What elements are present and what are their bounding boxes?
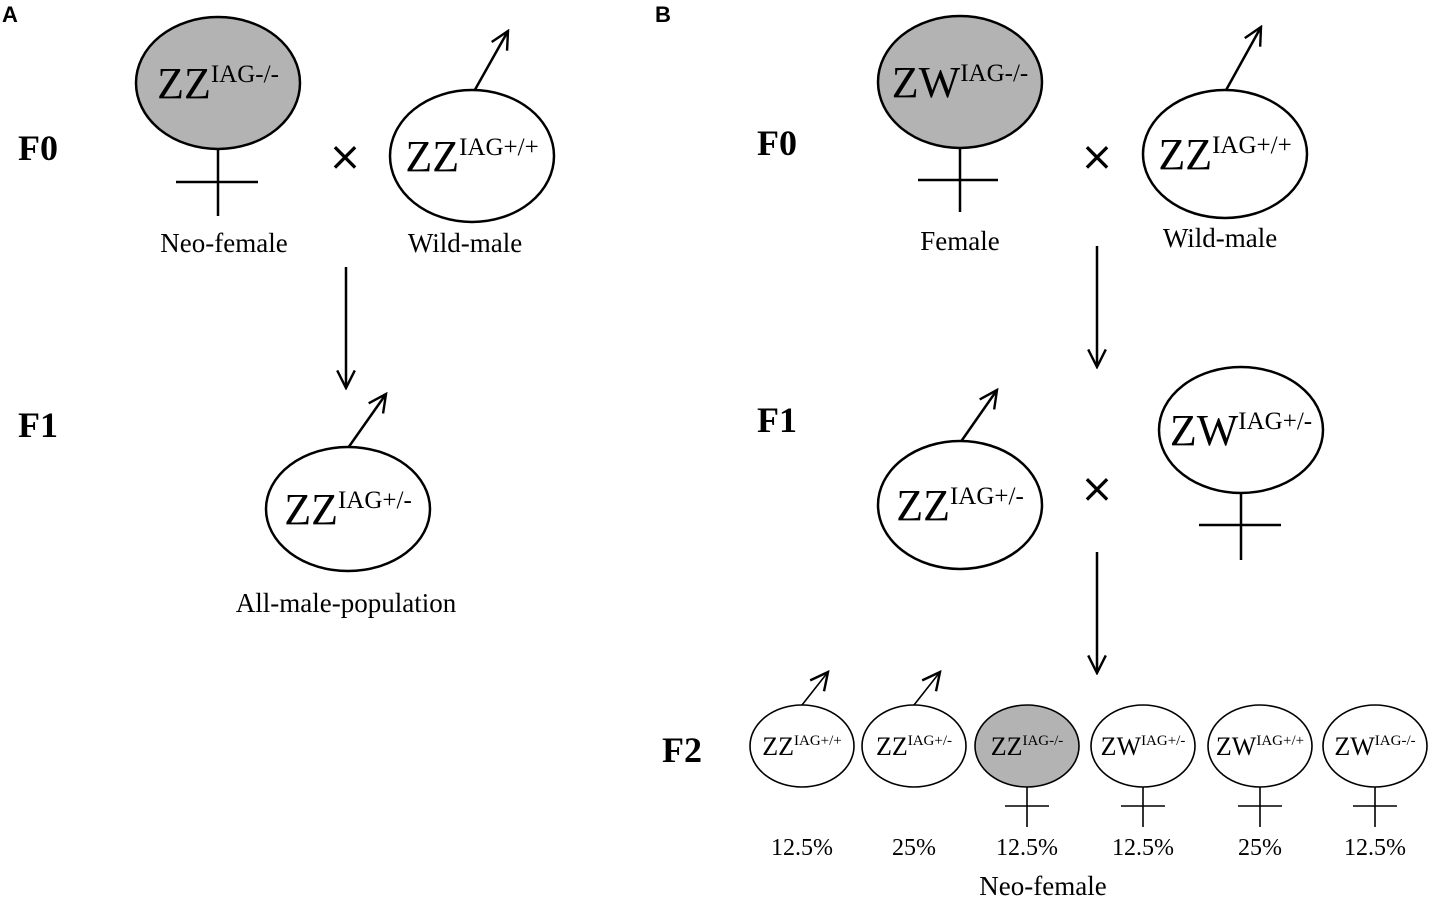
f0-female-caption-b: Female — [920, 226, 999, 256]
neo-female-genotype: ZZIAG-/- — [157, 59, 279, 108]
panel-a: A F0 F1 ZZIAG-/- Neo-female × ZZIAG+/+ W… — [2, 2, 556, 618]
f0-female-b: ZWIAG-/- Female — [876, 14, 1044, 256]
wild-male-ellipse-a — [388, 88, 556, 224]
male-symbol-icon — [1223, 27, 1261, 93]
female-symbol-icon — [176, 149, 258, 216]
f2-offspring: ZZIAG-/- 12.5% — [974, 704, 1080, 861]
wild-male-genotype-a: ZZIAG+/+ — [405, 132, 538, 181]
f1-male-genotype-b: ZZIAG+/- — [896, 481, 1024, 530]
f2-offspring-percentage: 25% — [1238, 835, 1282, 861]
wild-male-caption-a: Wild-male — [408, 228, 522, 258]
cross-symbol-b-f0: × — [1080, 134, 1114, 180]
panel-b: B F0 F1 F2 ZWIAG-/- Female × ZZIAG+/+ Wi… — [655, 2, 1428, 901]
f2-offspring-ellipse — [749, 704, 855, 788]
female-symbol-icon — [918, 148, 998, 212]
f0-male-genotype-b: ZZIAG+/+ — [1158, 130, 1291, 179]
f1-male-genotype-a: ZZIAG+/- — [284, 485, 412, 534]
f2-offspring-genotype: ZWIAG-/- — [1334, 732, 1415, 761]
f2-neo-female-caption: Neo-female — [979, 871, 1106, 901]
f2-offspring: ZWIAG-/- 12.5% — [1322, 704, 1428, 861]
female-symbol-icon — [1238, 787, 1282, 827]
f1-male-a: ZZIAG+/- All-male-population — [236, 394, 457, 618]
f2-offspring: ZWIAG+/+ 25% — [1207, 704, 1313, 861]
female-symbol-icon — [1005, 787, 1049, 827]
f2-offspring-row: ZZIAG+/+12.5%ZZIAG+/-25%ZZIAG-/-12.5%ZWI… — [749, 672, 1428, 861]
wild-male-parent-a: ZZIAG+/+ Wild-male — [388, 31, 556, 258]
panel-a-gen-f1: F1 — [18, 405, 58, 445]
f2-offspring-percentage: 12.5% — [1344, 835, 1406, 861]
f2-offspring-percentage: 25% — [892, 835, 936, 861]
panel-b-label: B — [655, 2, 671, 27]
f0-female-genotype-b: ZWIAG-/- — [892, 58, 1028, 107]
f1-male-b: ZZIAG+/- — [876, 390, 1044, 571]
f2-offspring-percentage: 12.5% — [996, 835, 1058, 861]
male-symbol-icon — [913, 672, 940, 706]
cross-symbol-b-f1: × — [1080, 466, 1114, 512]
f2-offspring-genotype: ZZIAG+/- — [876, 732, 952, 761]
male-symbol-icon — [958, 390, 997, 444]
panel-b-gen-f1: F1 — [757, 400, 797, 440]
neo-female-parent: ZZIAG-/- Neo-female — [134, 15, 302, 258]
cross-symbol-a: × — [328, 134, 362, 180]
f2-offspring-percentage: 12.5% — [1112, 835, 1174, 861]
panel-b-gen-f2: F2 — [662, 730, 702, 770]
f1-female-b: ZWIAG+/- — [1157, 365, 1325, 560]
f1-male-ellipse-a — [264, 445, 432, 573]
f2-offspring-ellipse — [861, 704, 967, 788]
male-symbol-icon — [801, 672, 828, 706]
male-symbol-icon — [470, 31, 508, 96]
f1-male-ellipse-b — [876, 439, 1044, 571]
f2-offspring: ZWIAG+/- 12.5% — [1090, 704, 1196, 861]
panel-a-gen-f0: F0 — [18, 128, 58, 168]
f2-offspring-genotype: ZZIAG+/+ — [762, 732, 842, 761]
male-symbol-icon — [346, 394, 386, 449]
female-symbol-icon — [1199, 493, 1281, 560]
f0-male-ellipse-b — [1141, 88, 1309, 220]
f0-male-b: ZZIAG+/+ Wild-male — [1141, 27, 1309, 253]
female-symbol-icon — [1353, 787, 1397, 827]
panel-b-gen-f0: F0 — [757, 123, 797, 163]
f2-offspring-percentage: 12.5% — [771, 835, 833, 861]
f2-offspring: ZZIAG+/- 25% — [861, 672, 967, 861]
f2-offspring-genotype: ZWIAG+/- — [1101, 732, 1186, 761]
female-symbol-icon — [1121, 787, 1165, 827]
panel-a-label: A — [2, 2, 18, 27]
f2-offspring-genotype: ZZIAG-/- — [991, 732, 1064, 761]
neo-female-caption: Neo-female — [160, 228, 287, 258]
f2-offspring-genotype: ZWIAG+/+ — [1216, 732, 1304, 761]
f1-female-genotype-b: ZWIAG+/- — [1170, 406, 1312, 455]
f0-male-caption-b: Wild-male — [1163, 223, 1277, 253]
f1-caption-a: All-male-population — [236, 588, 457, 618]
f2-offspring: ZZIAG+/+ 12.5% — [749, 672, 855, 861]
